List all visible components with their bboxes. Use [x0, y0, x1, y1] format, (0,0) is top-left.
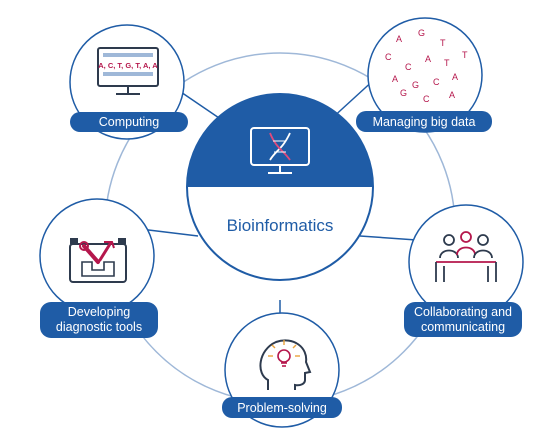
node-developing: Developing diagnostic tools [39, 198, 158, 338]
computing-sequence: A, C, T, G, T, A, A [98, 61, 158, 70]
computing-label-pill [70, 112, 188, 132]
collaborating-label-line1: Collaborating and [414, 305, 512, 319]
svg-text:A: A [449, 90, 455, 100]
svg-text:C: C [385, 52, 392, 62]
developing-label-line1: Developing [68, 305, 131, 319]
computing-label: Computing [99, 115, 159, 129]
developing-label-line2: diagnostic tools [56, 320, 142, 334]
svg-text:A: A [425, 54, 431, 64]
node-managing: A G C T C A T T A G A C G C A Managing b… [356, 17, 492, 133]
center-node: Bioinformatics [186, 93, 374, 281]
developing-circle [39, 198, 155, 314]
developing-label-pill [40, 302, 158, 338]
collaborating-label-line2: communicating [421, 320, 505, 334]
svg-text:A: A [392, 74, 398, 84]
people-meeting-icon [435, 231, 497, 282]
computer-sequence-icon: A, C, T, G, T, A, A [97, 47, 159, 95]
collaborating-label-pill [404, 302, 522, 337]
svg-text:C: C [405, 62, 412, 72]
problem-label: Problem-solving [237, 401, 327, 415]
svg-text:T: T [440, 38, 446, 48]
svg-text:A: A [396, 34, 402, 44]
node-computing: A, C, T, G, T, A, A Computing [69, 24, 188, 140]
svg-text:C: C [433, 77, 440, 87]
problem-label-pill [222, 397, 342, 418]
svg-text:G: G [418, 28, 425, 38]
svg-text:G: G [400, 88, 407, 98]
svg-text:C: C [423, 94, 430, 104]
node-problem: Problem-solving [222, 312, 342, 428]
center-title: Bioinformatics [227, 216, 334, 235]
dna-letters-icon: A G C T C A T T A G A C G C A [385, 28, 468, 104]
toolbox-icon [69, 238, 127, 283]
managing-label: Managing big data [373, 115, 476, 129]
head-lightbulb-icon [259, 339, 312, 390]
svg-text:T: T [462, 50, 468, 60]
svg-text:T: T [444, 58, 450, 68]
managing-label-pill [356, 111, 492, 132]
svg-text:G: G [412, 80, 419, 90]
svg-text:A: A [452, 72, 458, 82]
node-collaborating: Collaborating and communicating [404, 204, 524, 337]
computer-dna-icon [250, 127, 310, 174]
